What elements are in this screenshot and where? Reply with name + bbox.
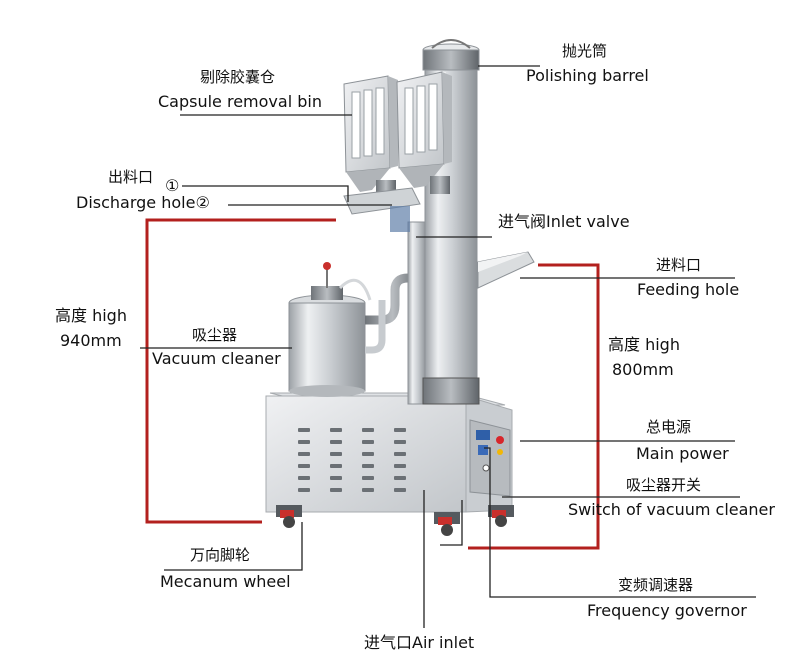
vacuum-switch-label-en: Switch of vacuum cleaner	[568, 500, 775, 519]
wheels	[276, 505, 514, 536]
wheel-label-en: Mecanum wheel	[160, 572, 291, 591]
left-height-label: 高度 high	[55, 306, 127, 325]
polishing-label-en: Polishing barrel	[526, 66, 649, 85]
display-panel	[476, 430, 490, 440]
vacuum-label-zh: 吸尘器	[192, 326, 238, 344]
capsule-removal-bins	[343, 71, 452, 198]
discharge-label-zh: 出料口	[108, 168, 154, 186]
feeding-label-zh: 进料口	[656, 256, 702, 274]
vacuum-switch-knob	[497, 449, 503, 455]
vacuum-pipe	[365, 273, 420, 325]
feeding-label-en: Feeding hole	[637, 280, 740, 299]
capsule-bin-label-en: Capsule removal bin	[158, 92, 322, 111]
discharge-number-2: ②	[195, 193, 210, 212]
vacuum-cleaner	[288, 262, 372, 397]
inlet-valve-label: 进气阀Inlet valve	[498, 212, 630, 231]
leader-lines	[140, 65, 756, 628]
vacuum-switch-label-zh: 吸尘器开关	[626, 476, 702, 494]
discharge-label-en: Discharge hole②	[76, 193, 210, 212]
right-height-dimension	[468, 263, 600, 550]
left-height-dimension	[145, 218, 336, 524]
left-height-value: 940mm	[60, 331, 122, 350]
polishing-label-zh: 抛光筒	[562, 42, 608, 60]
inlet-valve-body	[390, 206, 410, 232]
vacuum-label-en: Vacuum cleaner	[152, 349, 281, 368]
governor-label-zh: 变频调速器	[618, 576, 694, 594]
right-height-label: 高度 high	[608, 335, 680, 354]
discharge-number-1: ①	[165, 176, 180, 195]
capsule-bin-label-zh: 剔除胶囊仓	[200, 68, 276, 86]
air-inlet-label: 进气口Air inlet	[364, 633, 475, 652]
discharge-chute	[343, 187, 421, 215]
main-power-knob	[496, 436, 504, 444]
right-height-value: 800mm	[612, 360, 674, 379]
governor-label-en: Frequency governor	[587, 601, 747, 620]
main-power-label-zh: 总电源	[646, 418, 692, 436]
wheel-label-zh: 万向脚轮	[190, 546, 251, 564]
vent-slots	[298, 428, 406, 492]
main-power-label-en: Main power	[636, 444, 729, 463]
base-cabinet	[265, 392, 513, 513]
